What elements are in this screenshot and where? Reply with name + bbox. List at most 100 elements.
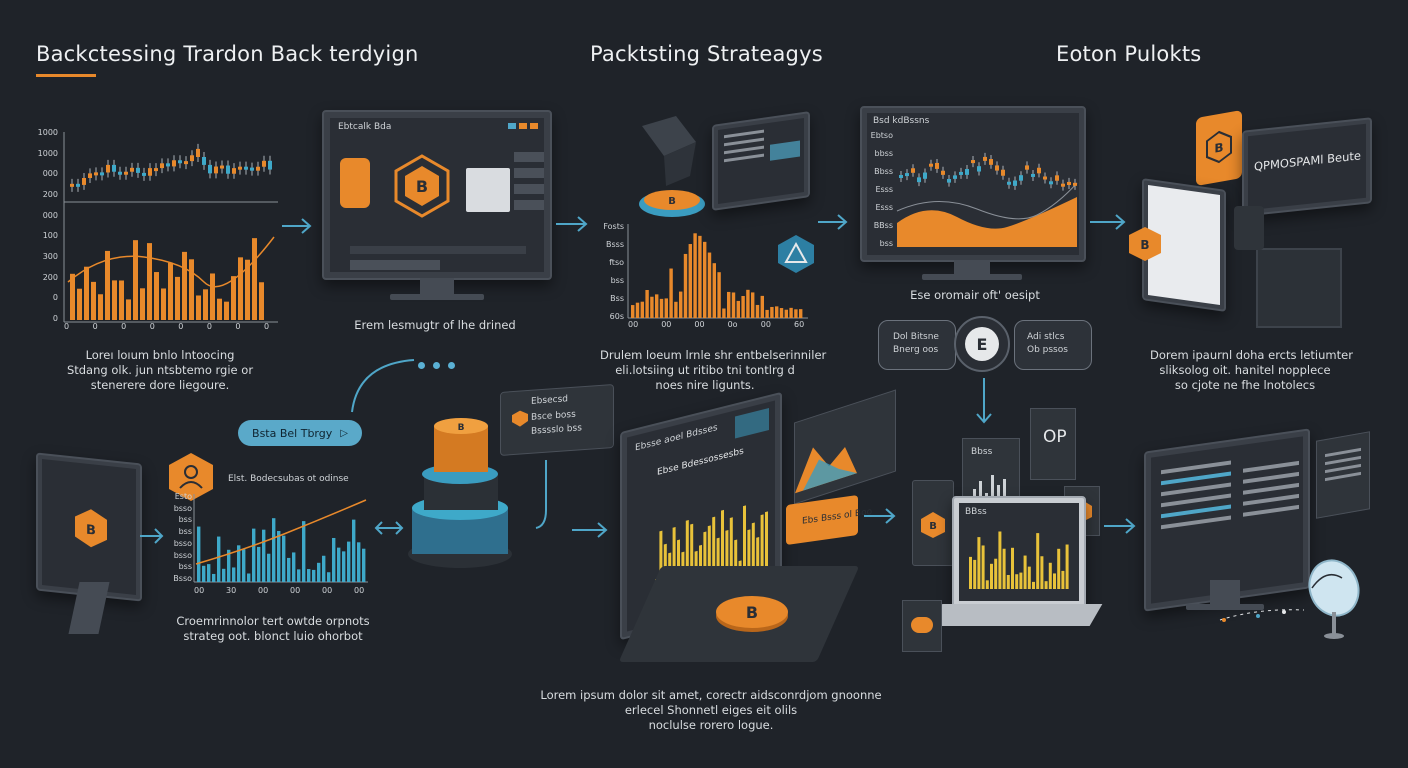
histogram-bar xyxy=(635,302,640,318)
volume-bar xyxy=(224,301,229,320)
y-tick-label: Esss xyxy=(875,203,893,212)
side-card xyxy=(902,600,942,652)
histogram-bar xyxy=(352,519,356,582)
candle xyxy=(1067,181,1071,185)
action-bar[interactable] xyxy=(350,260,440,270)
histogram-bar xyxy=(362,548,366,582)
svg-text:B: B xyxy=(1140,238,1149,252)
user-hexagon-icon xyxy=(169,453,213,501)
flow-arrow xyxy=(572,522,608,538)
triangle-badge-icon xyxy=(778,235,814,273)
caption-line: eli.lotsiing ut ritibo tni tontlrg d xyxy=(615,363,795,377)
volume-bar xyxy=(105,250,110,320)
laptop-bar xyxy=(981,545,985,589)
histogram-bar xyxy=(645,289,649,318)
laptop-bar xyxy=(1053,573,1056,589)
histogram-bar xyxy=(232,567,236,582)
histogram-bar xyxy=(674,301,678,318)
candle xyxy=(917,177,921,183)
laptop-label: BBss xyxy=(965,507,987,517)
chart2-plot xyxy=(193,494,368,583)
tag-text: Ebs Bsss ol Boo xyxy=(802,506,873,527)
bitcoin-shield-icon xyxy=(512,410,528,427)
small-panel xyxy=(1316,431,1370,519)
x-tick-label: 00 xyxy=(194,586,205,595)
candle xyxy=(88,173,92,179)
laptop-bar xyxy=(1027,566,1031,589)
candle xyxy=(76,183,80,187)
laptop-bar xyxy=(994,558,998,589)
histogram-bar xyxy=(640,301,644,318)
histogram-bar xyxy=(357,542,361,582)
volume-bar xyxy=(126,299,131,320)
laptop-bar xyxy=(1002,548,1006,589)
coin-stack-illustration: B xyxy=(408,418,512,568)
candle xyxy=(929,163,933,167)
bidirectional-arrow xyxy=(374,521,404,535)
y-tick-label: bss xyxy=(178,562,192,572)
histogram-bar xyxy=(712,263,716,318)
candle xyxy=(118,171,122,175)
laptop-bar xyxy=(973,559,977,589)
candle xyxy=(1055,175,1059,181)
x-tick-label: 00 xyxy=(258,586,269,595)
histogram-bar xyxy=(322,555,326,582)
order-panel xyxy=(466,168,510,212)
caption-line: Loreı loıum bnlo lntoocing xyxy=(85,348,235,362)
candle xyxy=(1007,181,1011,185)
volume-bar xyxy=(259,282,264,320)
flow-arrow xyxy=(864,508,896,524)
histogram-plot xyxy=(627,224,808,319)
y-tick-label: 100 xyxy=(42,231,58,241)
histogram-bar xyxy=(332,537,336,582)
heading-underline xyxy=(36,74,96,77)
bitcoin-coin-icon: B xyxy=(716,596,788,632)
histogram-bar xyxy=(789,307,793,318)
histogram-bar xyxy=(202,565,206,582)
y-tick-label: bss xyxy=(178,515,192,525)
histogram-bar xyxy=(736,300,740,318)
caption-screen1: Erem lesmugtr of lhe drined xyxy=(354,318,516,332)
histogram-bar xyxy=(207,564,211,582)
caption-line: Lorem ipsum dolor sit amet, corectr aids… xyxy=(540,688,882,702)
histogram-bar xyxy=(242,549,246,582)
backtest-button[interactable]: Bsta Bel Tbrgy ▷ xyxy=(238,420,362,446)
candle xyxy=(1001,169,1005,176)
volume-bar xyxy=(161,288,166,320)
volume-bar xyxy=(119,280,124,320)
y-tick-label: bss xyxy=(879,239,893,248)
laptop-screen: BBss xyxy=(952,496,1086,608)
line-series xyxy=(896,182,1078,220)
trend-line xyxy=(67,236,275,288)
laptop-bar-chart xyxy=(969,531,1069,589)
op-card: OP xyxy=(1030,408,1076,480)
candle xyxy=(1073,182,1077,186)
laptop-bar xyxy=(977,537,981,589)
flow-arrow xyxy=(140,528,164,544)
candle xyxy=(965,168,969,175)
input-bar[interactable] xyxy=(350,246,526,254)
dashboard-bar xyxy=(721,509,724,581)
laptop-bar xyxy=(1006,574,1010,589)
play-icon: ▷ xyxy=(340,427,348,439)
candle xyxy=(977,166,981,172)
candle xyxy=(256,166,260,171)
histogram-bar xyxy=(799,309,803,318)
side-panel xyxy=(514,152,544,222)
candle xyxy=(214,166,218,174)
y-tick-label: bbss xyxy=(874,149,894,158)
device-box xyxy=(1234,206,1264,250)
volume-bar xyxy=(70,273,75,320)
histogram-bar xyxy=(302,521,306,582)
volume-bar xyxy=(168,262,173,320)
y-tick-label: bsso xyxy=(173,503,192,513)
histogram-bar xyxy=(746,289,750,318)
candle xyxy=(1031,173,1035,177)
volume-bar xyxy=(133,240,138,320)
candle xyxy=(905,173,909,177)
histogram-bar xyxy=(770,306,774,318)
x-tick-label: 00 xyxy=(661,320,672,329)
dashboard-bar xyxy=(747,529,751,574)
